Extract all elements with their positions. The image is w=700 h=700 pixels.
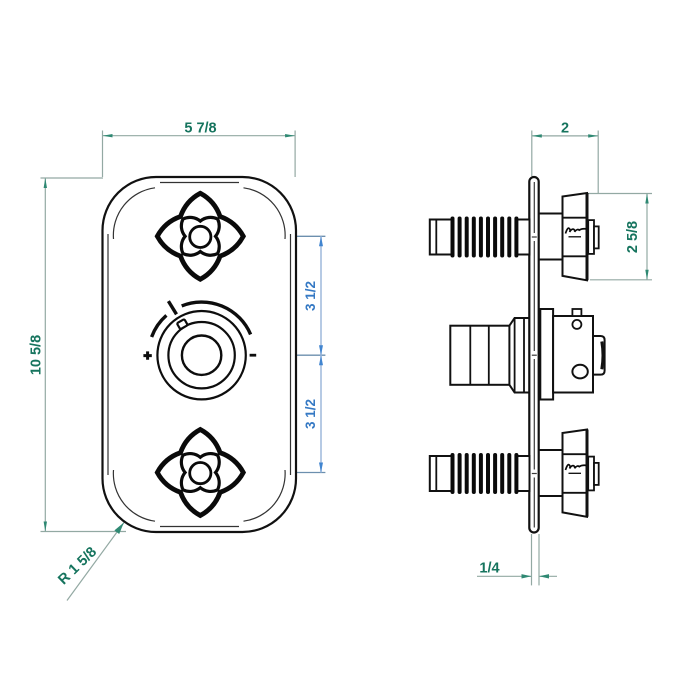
svg-text:5 7/8: 5 7/8 bbox=[184, 121, 216, 137]
svg-text:3 1/2: 3 1/2 bbox=[303, 281, 318, 311]
svg-text:3 1/2: 3 1/2 bbox=[303, 399, 318, 429]
svg-text:1/4: 1/4 bbox=[479, 561, 499, 577]
svg-text:2: 2 bbox=[561, 121, 569, 137]
svg-text:2 5/8: 2 5/8 bbox=[625, 221, 641, 253]
svg-text:10 5/8: 10 5/8 bbox=[29, 335, 45, 375]
